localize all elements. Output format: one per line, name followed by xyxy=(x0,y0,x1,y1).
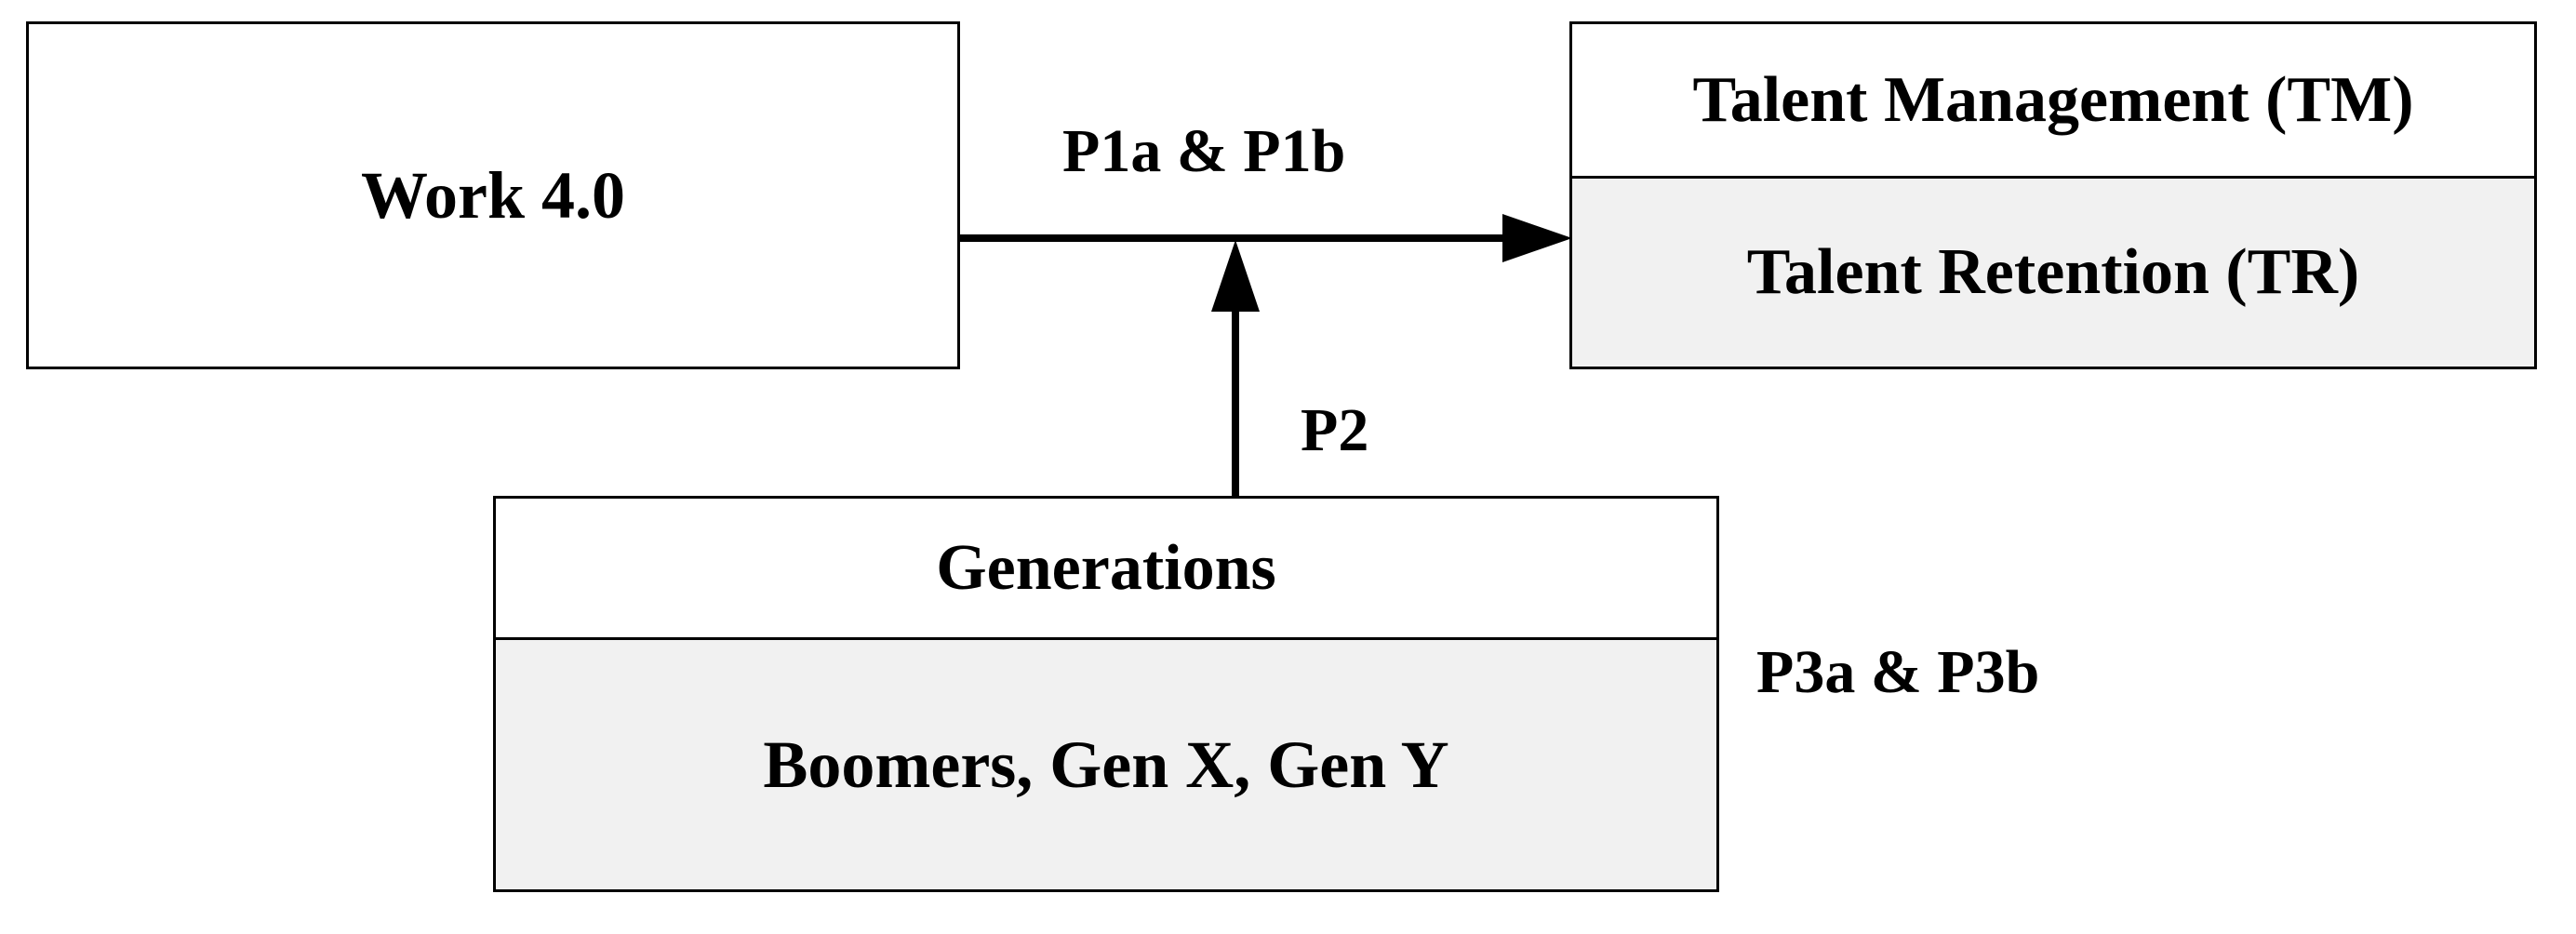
talent-box: Talent Management (TM) Talent Retention … xyxy=(1569,21,2537,369)
talent-header: Talent Management (TM) xyxy=(1572,24,2534,179)
work-title: Work 4.0 xyxy=(360,157,626,233)
talent-title: Talent Management (TM) xyxy=(1692,63,2414,136)
generations-title: Generations xyxy=(936,531,1276,604)
p2-arrowhead xyxy=(1211,240,1260,312)
generations-header: Generations xyxy=(496,499,1716,640)
generations-subtitle: Boomers, Gen X, Gen Y xyxy=(763,727,1449,802)
talent-subtitle: Talent Retention (TR) xyxy=(1746,236,2360,308)
p1-arrowhead xyxy=(1502,214,1572,262)
p3-label: P3a & P3b xyxy=(1756,638,2040,706)
talent-body: Talent Retention (TR) xyxy=(1572,179,2534,367)
work-box: Work 4.0 xyxy=(26,21,960,369)
generations-box: Generations Boomers, Gen X, Gen Y xyxy=(493,496,1719,892)
generations-body: Boomers, Gen X, Gen Y xyxy=(496,640,1716,889)
p1-label: P1a & P1b xyxy=(1062,117,1346,185)
p2-label: P2 xyxy=(1301,396,1369,464)
